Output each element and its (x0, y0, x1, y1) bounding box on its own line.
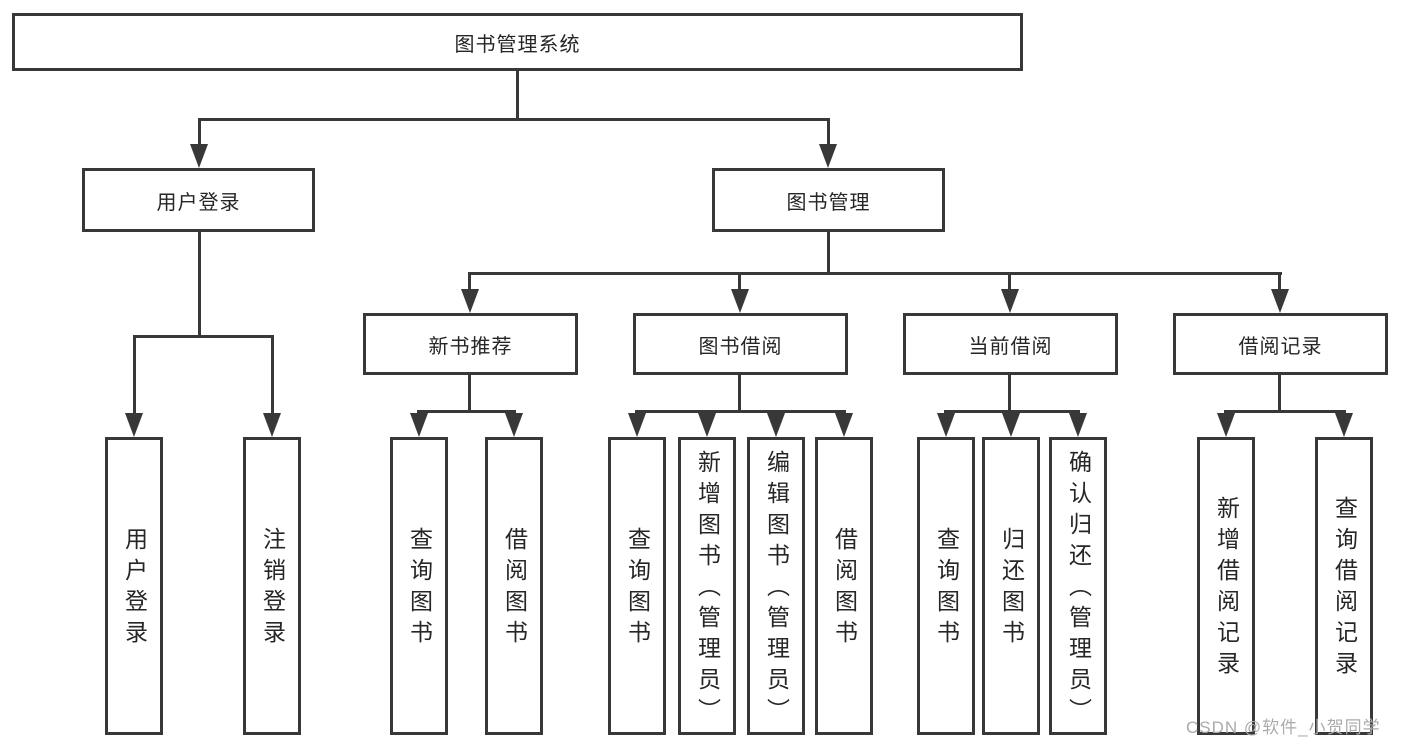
leaf-query-books-recommend: 查询图书 (390, 437, 448, 735)
connector-drop-new-books (468, 272, 471, 292)
connector-drop-leaf-logout (271, 335, 274, 415)
connector-book-borrow-stem (738, 375, 741, 410)
node-borrowing-records: 借阅记录 (1173, 313, 1388, 375)
arrowhead-new-books (461, 289, 479, 313)
connector-drop-book-borrow (738, 272, 741, 292)
leaf-borrow-books-recommend: 借阅图书 (485, 437, 543, 735)
connector-drop-leaf-user-login (133, 335, 136, 415)
connector-user-login-stem (198, 232, 201, 335)
arrowhead-return-books (1002, 413, 1020, 437)
node-book-borrowing: 图书借阅 (633, 313, 848, 375)
leaf-query-books-borrow: 查询图书 (608, 437, 666, 735)
connector-new-books-stem (468, 375, 471, 410)
connector-user-login-rail (133, 335, 274, 338)
arrowhead-borrow-records (1271, 289, 1289, 313)
arrowhead-query-record (1335, 413, 1353, 437)
leaf-edit-books-admin: 编辑图书（管理员） (747, 437, 805, 735)
arrowhead-leaf-user-login (125, 413, 143, 437)
node-user-login: 用户登录 (82, 168, 315, 232)
leaf-return-books: 归还图书 (982, 437, 1040, 735)
arrowhead-book-mgmt (819, 144, 837, 168)
node-current-borrowing: 当前借阅 (903, 313, 1118, 375)
arrowhead-query-books-recommend (410, 413, 428, 437)
connector-new-books-rail (417, 410, 516, 413)
arrowhead-borrow-books-recommend (505, 413, 523, 437)
connector-current-borrow-stem (1008, 375, 1011, 410)
connector-root-stem (516, 70, 519, 120)
arrowhead-borrow-books-borrow (835, 413, 853, 437)
leaf-add-borrow-record: 新增借阅记录 (1197, 437, 1255, 735)
node-root-library-system: 图书管理系统 (12, 13, 1023, 71)
node-new-book-recommend: 新书推荐 (363, 313, 578, 375)
connector-borrow-records-stem (1278, 375, 1281, 410)
arrowhead-current-borrow (1001, 289, 1019, 313)
leaf-query-books-current: 查询图书 (917, 437, 975, 735)
arrowhead-confirm-return (1069, 413, 1087, 437)
leaf-query-borrow-record: 查询借阅记录 (1315, 437, 1373, 735)
connector-drop-current-borrow (1008, 272, 1011, 292)
csdn-watermark: CSDN @软件_小贺同学 (1186, 718, 1381, 737)
arrowhead-book-borrow (731, 289, 749, 313)
connector-drop-user-login (198, 118, 201, 150)
leaf-add-books-admin: 新增图书（管理员） (678, 437, 736, 735)
leaf-user-login: 用户登录 (105, 437, 163, 735)
connector-book-borrow-rail (635, 410, 846, 413)
node-book-management: 图书管理 (712, 168, 945, 232)
leaf-borrow-books-borrow: 借阅图书 (815, 437, 873, 735)
connector-drop-borrow-records (1278, 272, 1281, 292)
connector-book-mgmt-rail (468, 272, 1282, 275)
arrowhead-query-books-borrow (628, 413, 646, 437)
arrowhead-add-record (1217, 413, 1235, 437)
arrowhead-query-books-current (937, 413, 955, 437)
connector-drop-book-mgmt (827, 118, 830, 150)
connector-current-borrow-rail (944, 410, 1080, 413)
leaf-logout: 注销登录 (243, 437, 301, 735)
arrowhead-user-login (190, 144, 208, 168)
leaf-confirm-return-admin: 确认归还（管理员） (1049, 437, 1107, 735)
connector-root-rail (198, 118, 830, 121)
connector-borrow-records-rail (1224, 410, 1346, 413)
arrowhead-add-books (698, 413, 716, 437)
arrowhead-leaf-logout (263, 413, 281, 437)
arrowhead-edit-books (767, 413, 785, 437)
connector-book-mgmt-stem (827, 232, 830, 272)
